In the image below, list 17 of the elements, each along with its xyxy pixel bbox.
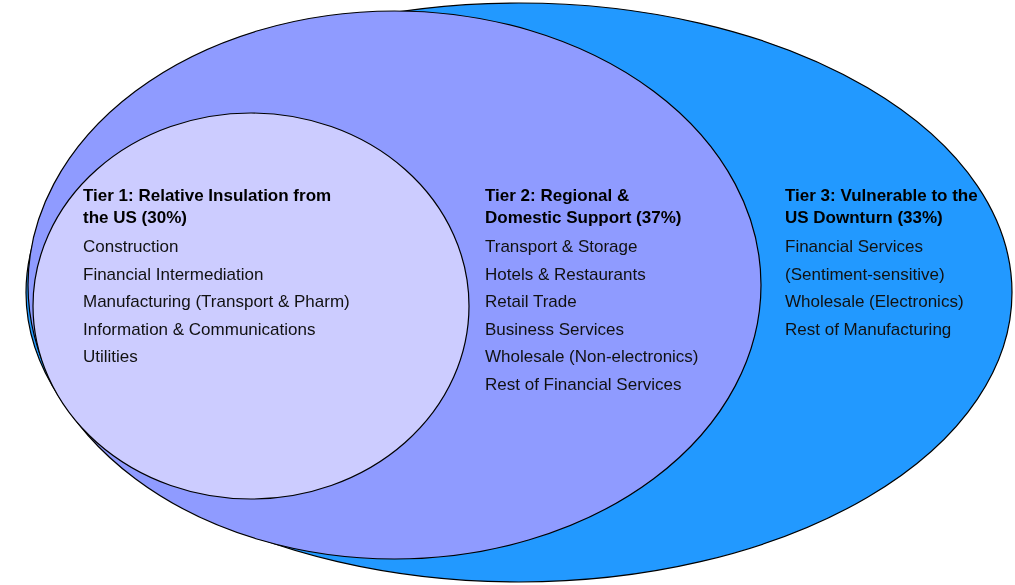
tier-heading: Tier 1: Relative Insulation from the US (30%) (83, 185, 333, 229)
sector-item: Manufacturing (Transport & Pharm) (83, 291, 351, 313)
sector-item: Wholesale (Electronics) (785, 291, 965, 313)
sector-item: Transport & Storage (485, 236, 639, 258)
sector-item: Rest of Financial Services (485, 373, 683, 396)
tier-heading: Tier 3: Vulnerable to the US Downturn (33%) (785, 185, 979, 229)
sector-item: Rest of Manufacturing (785, 318, 953, 341)
sector-item: Business Services (485, 318, 625, 341)
sector-item: Retail Trade (485, 291, 578, 313)
sector-item: Financial Intermediation (83, 263, 265, 286)
sector-item: Utilities (83, 346, 139, 368)
sector-item: Financial Services (Sentiment-sensitive) (785, 236, 946, 286)
sector-item: Hotels & Restaurants (485, 263, 647, 286)
sector-item: Information & Communications (83, 318, 317, 341)
tier-heading: Tier 2: Regional & Domestic Support (37%) (485, 185, 683, 229)
sector-item: Wholesale (Non-electronics) (485, 346, 700, 368)
sector-item: Construction (83, 236, 180, 258)
